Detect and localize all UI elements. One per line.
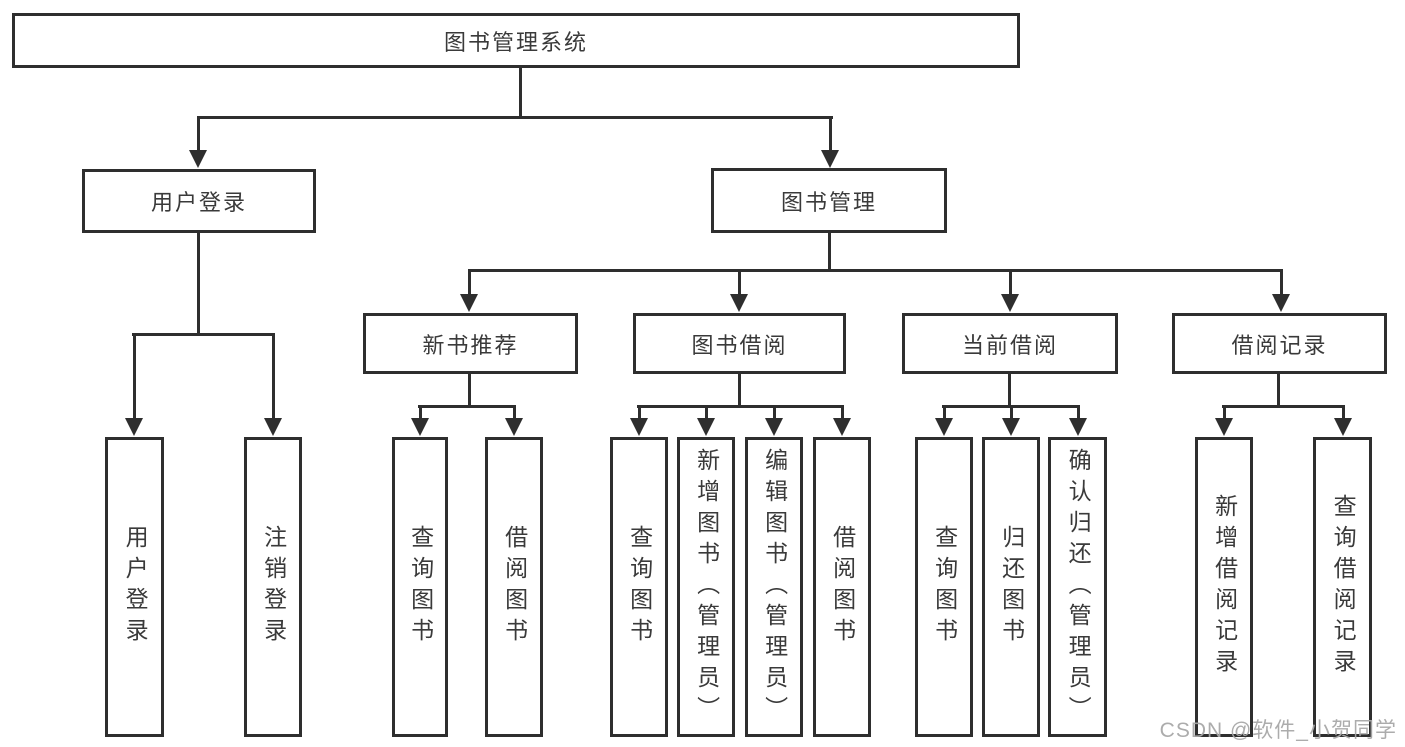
connector-line <box>468 373 471 408</box>
node-label: 查询借阅记录 <box>1330 494 1357 680</box>
node-label: 编辑图书（管理员） <box>761 447 788 727</box>
node-label: 新增图书（管理员） <box>693 447 720 727</box>
node-label: 借阅图书 <box>829 525 856 649</box>
connector-line <box>1008 373 1011 408</box>
connector-arrow <box>833 406 851 436</box>
node-br-query-record: 查询借阅记录 <box>1313 437 1372 737</box>
node-label: 查询图书 <box>407 525 434 649</box>
node-cb-confirm-return-admin: 确认归还（管理员） <box>1048 437 1107 737</box>
node-bb-edit-books-admin: 编辑图书（管理员） <box>745 437 803 737</box>
connector-arrow <box>765 406 783 436</box>
node-label: 注销登录 <box>260 525 287 649</box>
connector-line <box>519 67 522 119</box>
node-label: 新书推荐 <box>422 332 519 358</box>
connector-line <box>1222 405 1345 408</box>
connector-line <box>197 116 833 119</box>
node-current-borrowing: 当前借阅 <box>902 313 1118 374</box>
connector-line <box>468 269 1283 272</box>
node-label: 图书管理 <box>780 189 877 215</box>
node-br-add-record: 新增借阅记录 <box>1195 437 1253 737</box>
connector-line <box>828 232 831 272</box>
connector-line <box>738 373 741 408</box>
connector-arrow <box>460 270 478 312</box>
connector-line <box>1277 373 1280 408</box>
connector-arrow <box>630 406 648 436</box>
node-bb-query-books: 查询图书 <box>610 437 668 737</box>
node-book-management: 图书管理 <box>711 168 947 233</box>
connector-arrow <box>935 406 953 436</box>
connector-arrow <box>264 334 282 436</box>
node-new-book-recommend: 新书推荐 <box>363 313 578 374</box>
connector-arrow <box>1334 406 1352 436</box>
connector-line <box>197 232 200 336</box>
node-rec-borrow-books: 借阅图书 <box>485 437 543 737</box>
node-rec-query-books: 查询图书 <box>392 437 448 737</box>
connector-arrow <box>125 334 143 436</box>
node-borrowing-records: 借阅记录 <box>1172 313 1387 374</box>
node-label: 查询图书 <box>626 525 653 649</box>
connector-arrow <box>697 406 715 436</box>
node-cb-return-books: 归还图书 <box>982 437 1040 737</box>
node-user-login-group: 用户登录 <box>82 169 316 233</box>
connector-arrow <box>505 406 523 436</box>
connector-line <box>132 333 275 336</box>
node-label: 借阅记录 <box>1231 332 1328 358</box>
node-label: 归还图书 <box>998 525 1025 649</box>
csdn-watermark: CSDN @软件_小贺同学 <box>1159 719 1397 742</box>
node-label: 用户登录 <box>150 190 247 215</box>
node-logout: 注销登录 <box>244 437 302 737</box>
node-bb-borrow-books: 借阅图书 <box>813 437 871 737</box>
node-label: 新增借阅记录 <box>1211 494 1238 680</box>
node-label: 确认归还（管理员） <box>1065 447 1092 727</box>
connector-arrow <box>1001 270 1019 312</box>
node-book-borrowing: 图书借阅 <box>633 313 846 374</box>
node-label: 当前借阅 <box>961 332 1058 358</box>
connector-arrow <box>189 117 207 168</box>
node-library-system: 图书管理系统 <box>12 13 1020 68</box>
node-label: 图书管理系统 <box>443 29 588 55</box>
connector-arrow <box>1069 406 1087 436</box>
node-user-login: 用户登录 <box>105 437 164 737</box>
connector-arrow <box>411 406 429 436</box>
node-cb-query-books: 查询图书 <box>915 437 973 737</box>
connector-arrow <box>821 117 839 168</box>
node-label: 用户登录 <box>122 525 149 649</box>
connector-arrow <box>1215 406 1233 436</box>
node-label: 图书借阅 <box>691 332 788 358</box>
connector-line <box>418 405 516 408</box>
connector-arrow <box>1272 270 1290 312</box>
connector-arrow <box>730 270 748 312</box>
node-bb-add-books-admin: 新增图书（管理员） <box>677 437 735 737</box>
connector-arrow <box>1002 406 1020 436</box>
node-label: 查询图书 <box>931 525 958 649</box>
node-label: 借阅图书 <box>501 525 528 649</box>
connector-line <box>637 405 844 408</box>
